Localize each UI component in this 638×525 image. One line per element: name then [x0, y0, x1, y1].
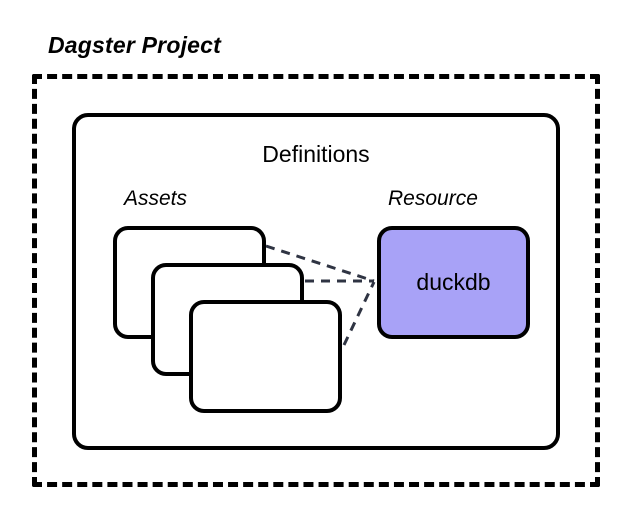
project-boundary-dashed-box: [32, 74, 600, 487]
definitions-label: Definitions: [262, 141, 370, 167]
project-title: Dagster Project: [48, 32, 222, 58]
resource-group-label: Resource: [388, 187, 478, 210]
resource-node-duckdb[interactable]: duckdb: [377, 226, 530, 339]
resource-node-label: duckdb: [416, 269, 491, 295]
asset-card[interactable]: [189, 300, 342, 413]
assets-group-label: Assets: [124, 187, 188, 210]
